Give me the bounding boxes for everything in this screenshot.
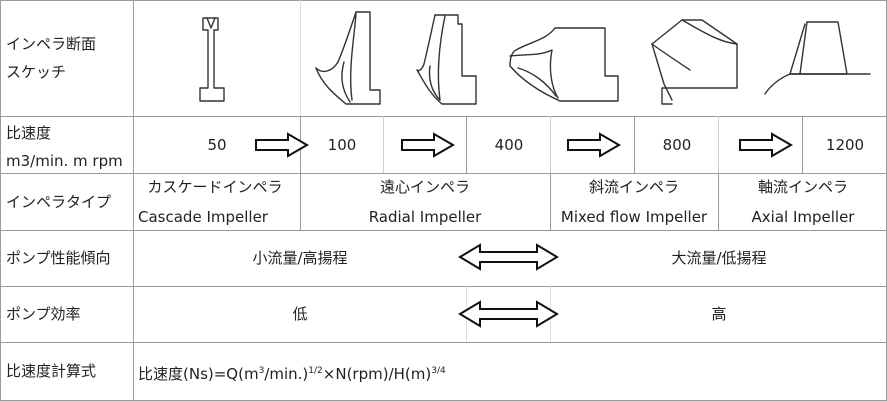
impeller-type-ja: 軸流インペラ	[757, 178, 849, 196]
specific-speed-value: 100	[327, 136, 357, 154]
row-label-formula: 比速度計算式	[6, 362, 97, 380]
row-label-specific-speed-1: 比速度	[6, 124, 52, 142]
impeller-type-en: Axial Impeller	[751, 208, 855, 226]
row-label-pump-efficiency: ポンプ効率	[6, 305, 81, 323]
specific-speed-value: 800	[662, 136, 692, 154]
specific-speed-value: 50	[207, 136, 227, 154]
radial-impeller-sketch-3-icon	[509, 27, 619, 102]
row-label-pump-trend: ポンプ性能傾向	[6, 249, 111, 267]
row-label-sketch-2: スケッチ	[6, 63, 67, 81]
impeller-type-en: Radial Impeller	[368, 208, 482, 226]
radial-impeller-sketch-2-icon	[416, 14, 477, 105]
double-arrow-icon	[458, 243, 559, 271]
impeller-type-ja: カスケードインペラ	[147, 178, 283, 196]
row-label-specific-speed-2: m3/min. m rpm	[6, 152, 123, 170]
impeller-type-ja: 遠心インペラ	[379, 178, 471, 196]
efficiency-left: 低	[292, 305, 308, 323]
right-arrow-icon	[739, 132, 793, 158]
efficiency-right: 高	[711, 305, 727, 323]
mixed-flow-impeller-sketch-icon	[651, 19, 738, 105]
double-arrow-icon	[458, 300, 559, 328]
cascade-impeller-sketch-icon	[199, 17, 225, 102]
performance-right: 大流量/低揚程	[671, 249, 767, 267]
right-arrow-icon	[567, 132, 621, 158]
formula-part2: /min.)	[264, 365, 309, 383]
performance-left: 小流量/高揚程	[252, 249, 348, 267]
radial-impeller-sketch-1-icon	[315, 11, 381, 105]
axial-impeller-sketch-icon	[764, 21, 871, 95]
formula-exp2: 1/2	[308, 366, 323, 376]
formula-part1: 比速度(Ns)=Q(m	[138, 365, 259, 383]
formula-exp3: 3/4	[431, 366, 446, 376]
specific-speed-value: 1200	[825, 136, 865, 154]
formula-part3: ×N(rpm)/H(m)	[322, 365, 432, 383]
right-arrow-icon	[401, 132, 455, 158]
impeller-type-en: Mixed flow Impeller	[560, 208, 708, 226]
impeller-type-ja: 斜流インペラ	[588, 178, 680, 196]
formula-exp1: 3	[258, 366, 265, 376]
impeller-type-en: Cascade Impeller	[138, 208, 268, 226]
right-arrow-icon	[255, 132, 309, 158]
row-label-sketch-1: インペラ断面	[6, 35, 97, 53]
specific-speed-value: 400	[494, 136, 524, 154]
specific-speed-formula: 比速度(Ns)=Q(m3/min.)1/2×N(rpm)/H(m)3/4	[138, 362, 446, 383]
row-label-impeller-type: インペラタイプ	[6, 193, 112, 211]
